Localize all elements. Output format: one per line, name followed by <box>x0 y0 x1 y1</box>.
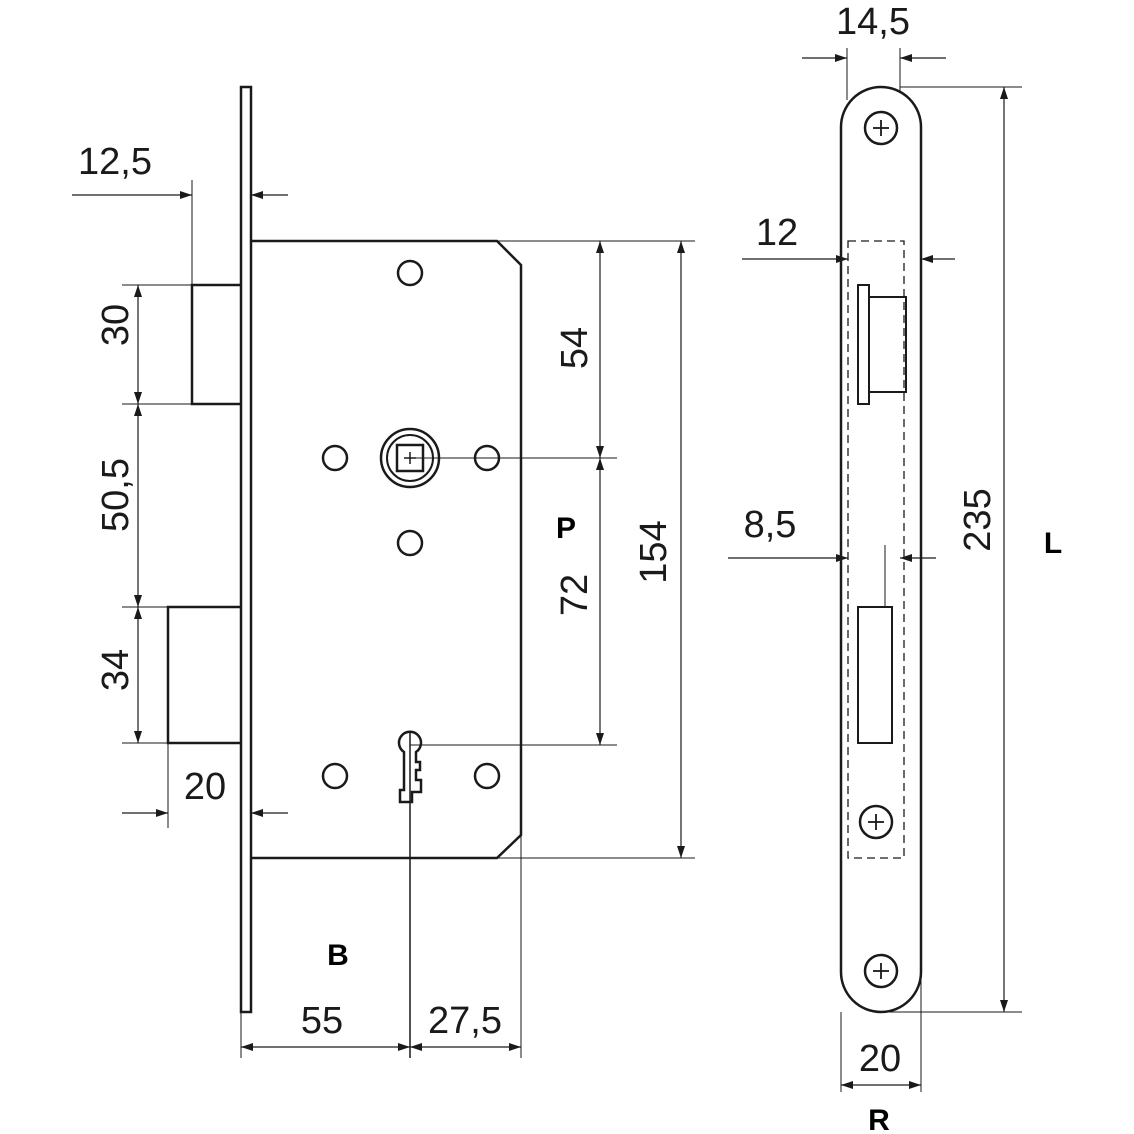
dim-handle-to-top: 54 <box>554 327 596 369</box>
dim-bolt-throw: 20 <box>184 766 226 808</box>
lock-body-view: 12,5 30 50,5 34 20 54 72 154 55 27,5 P B <box>72 85 695 1058</box>
latch-front <box>857 284 870 405</box>
dim-plate-top-width: 14,5 <box>836 1 910 43</box>
dim-faceplate-thickness: 12,5 <box>78 141 152 183</box>
dim-latch-cut-width: 12 <box>756 212 798 254</box>
lock-case <box>251 239 523 860</box>
screw-middle <box>858 804 894 840</box>
dead-bolt <box>166 605 241 745</box>
latch-bolt <box>190 283 241 406</box>
dim-bolt-cut-width: 8,5 <box>744 504 797 546</box>
label-length: L <box>1044 527 1062 560</box>
screw-bottom <box>863 953 899 989</box>
screw-hole-mid <box>396 529 424 557</box>
dim-plate-length: 235 <box>957 488 999 551</box>
dim-deadbolt-height: 34 <box>95 649 137 691</box>
dim-case-height: 154 <box>633 520 675 583</box>
faceplate <box>239 85 253 1014</box>
screw-hole-top <box>396 259 424 287</box>
dim-latch-height: 30 <box>95 304 137 346</box>
label-backset: B <box>327 939 349 972</box>
screw-top <box>863 110 899 146</box>
keyhole <box>397 730 423 804</box>
deadbolt-front <box>857 606 893 744</box>
dim-latch-gap: 50,5 <box>95 458 137 532</box>
label-pitch: P <box>556 512 576 545</box>
screw-hole-left <box>321 444 349 472</box>
screw-hole-bottom-left <box>321 762 349 790</box>
label-radius: R <box>868 1104 890 1134</box>
dim-backset: 55 <box>301 1000 343 1042</box>
dim-plate-width: 20 <box>859 1038 901 1080</box>
dim-keyhole-to-edge: 27,5 <box>428 1000 502 1042</box>
case-hidden-outline <box>847 240 905 859</box>
screw-hole-bottom-right <box>473 762 501 790</box>
faceplate-outline <box>839 85 923 1014</box>
faceplate-front-view: 14,5 12 8,5 235 20 L R <box>728 1 1062 1134</box>
dim-handle-to-keyhole: 72 <box>554 574 596 616</box>
